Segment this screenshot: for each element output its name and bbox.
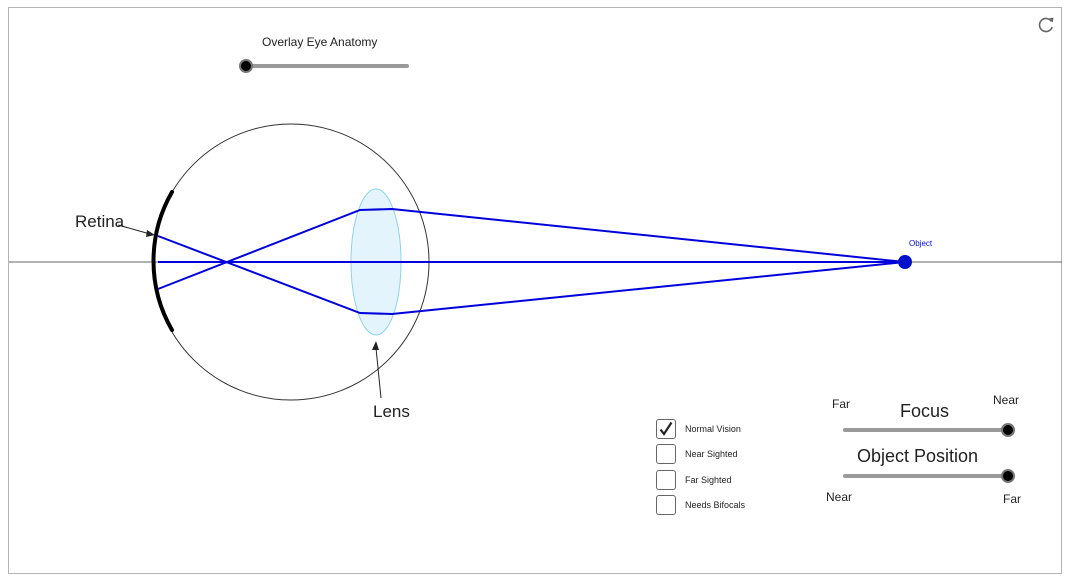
applet-frame [8,7,1062,574]
refresh-icon[interactable] [1036,15,1056,35]
overlay-slider-track [239,64,409,68]
checkbox-box[interactable] [656,444,676,464]
retina-pointer-arrow [117,224,155,237]
object-position-min-label: Near [826,490,853,504]
lens-pointer-arrow [372,341,382,399]
object-position-slider-track [843,474,1015,478]
checkmark-icon [659,421,673,436]
retina-label: Retina [75,212,125,231]
checkbox-needs-bifocals[interactable]: Needs Bifocals [656,494,745,516]
lens-label: Lens [373,402,410,421]
focus-slider[interactable] [843,423,1015,437]
checkbox-near-sighted[interactable]: Near Sighted [656,443,738,465]
checkbox-far-sighted[interactable]: Far Sighted [656,469,732,491]
light-rays [157,207,906,316]
checkbox-box[interactable] [656,470,676,490]
focus-slider-track [843,428,1015,432]
focus-max-label: Near [993,393,1020,407]
overlay-slider-label: Overlay Eye Anatomy [262,35,378,49]
checkbox-normal-vision[interactable]: Normal Vision [656,418,741,440]
focus-title: Focus [900,401,950,421]
checkbox-box[interactable] [656,419,676,439]
checkbox-label: Near Sighted [685,449,738,459]
object-position-max-label: Far [1003,492,1021,506]
object-position-title: Object Position [857,446,979,466]
overlay-eye-anatomy-slider[interactable] [239,59,409,73]
checkbox-label: Far Sighted [685,475,732,485]
object-position-slider[interactable] [843,469,1015,483]
overlay-slider-handle[interactable] [239,59,253,73]
ray-upper [157,207,906,290]
object-label: Object [909,239,933,248]
ray-lower [157,235,906,316]
object-point[interactable] [898,255,912,269]
checkbox-label: Normal Vision [685,424,741,434]
retina-arc [151,190,174,332]
checkbox-box[interactable] [656,495,676,515]
checkbox-label: Needs Bifocals [685,500,746,510]
focus-slider-handle[interactable] [1001,423,1015,437]
object-position-slider-handle[interactable] [1001,469,1015,483]
focus-min-label: Far [832,397,850,411]
